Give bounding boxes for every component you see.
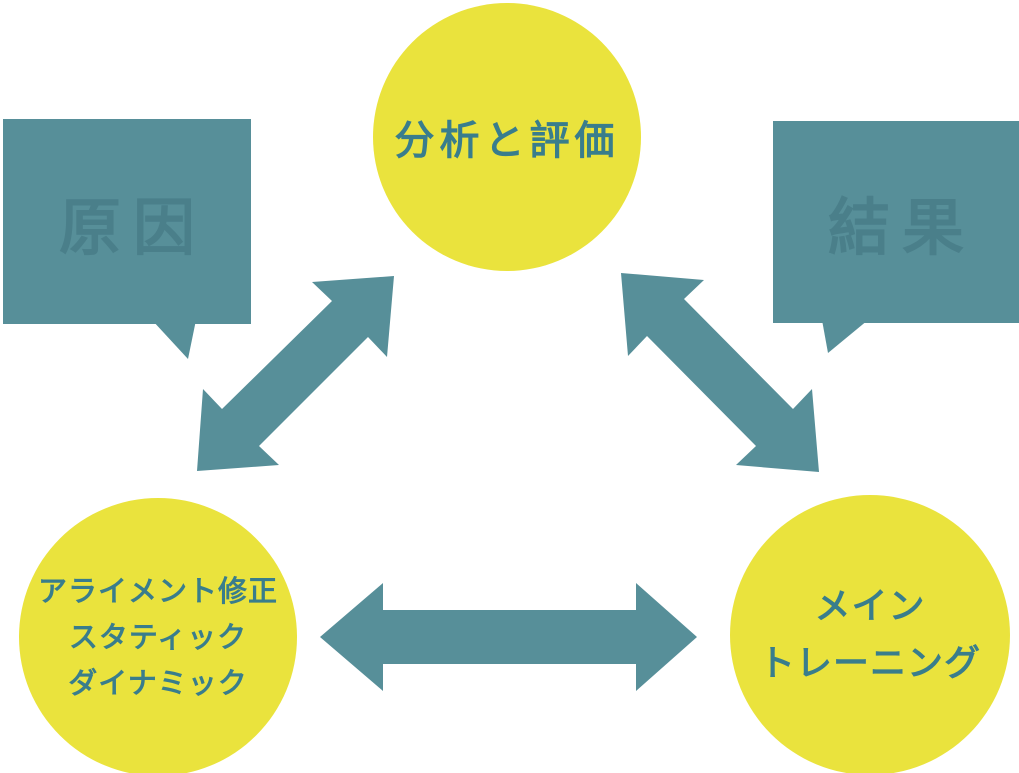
cause-label: 原因 — [58, 190, 207, 264]
double-arrow-bottom-icon — [320, 583, 697, 691]
left-bubble-tail-icon — [152, 320, 196, 359]
right-bubble-tail-icon — [822, 320, 868, 353]
analysis-evaluation-circle: 分析と評価 — [373, 3, 641, 271]
main-training-lines: メイン トレーニング — [759, 578, 981, 692]
alignment-line-3: ダイナミック — [68, 666, 248, 700]
double-arrow-right-icon — [621, 273, 819, 472]
alignment-circle: アライメント修正 スタティック ダイナミック — [19, 498, 297, 773]
main-training-line-2: トレーニング — [758, 643, 981, 684]
cause-bubble: 原因 — [3, 119, 251, 324]
alignment-line-2: スタティック — [68, 620, 248, 654]
alignment-lines: アライメント修正 スタティック ダイナミック — [38, 568, 278, 706]
result-label: 結果 — [827, 191, 976, 264]
alignment-line-1: アライメント修正 — [37, 574, 278, 608]
main-training-circle: メイン トレーニング — [730, 495, 1010, 773]
double-arrow-left-icon — [197, 276, 394, 471]
main-training-line-1: メイン — [814, 586, 926, 627]
analysis-evaluation-label: 分析と評価 — [394, 118, 620, 164]
result-bubble: 結果 — [773, 121, 1019, 323]
